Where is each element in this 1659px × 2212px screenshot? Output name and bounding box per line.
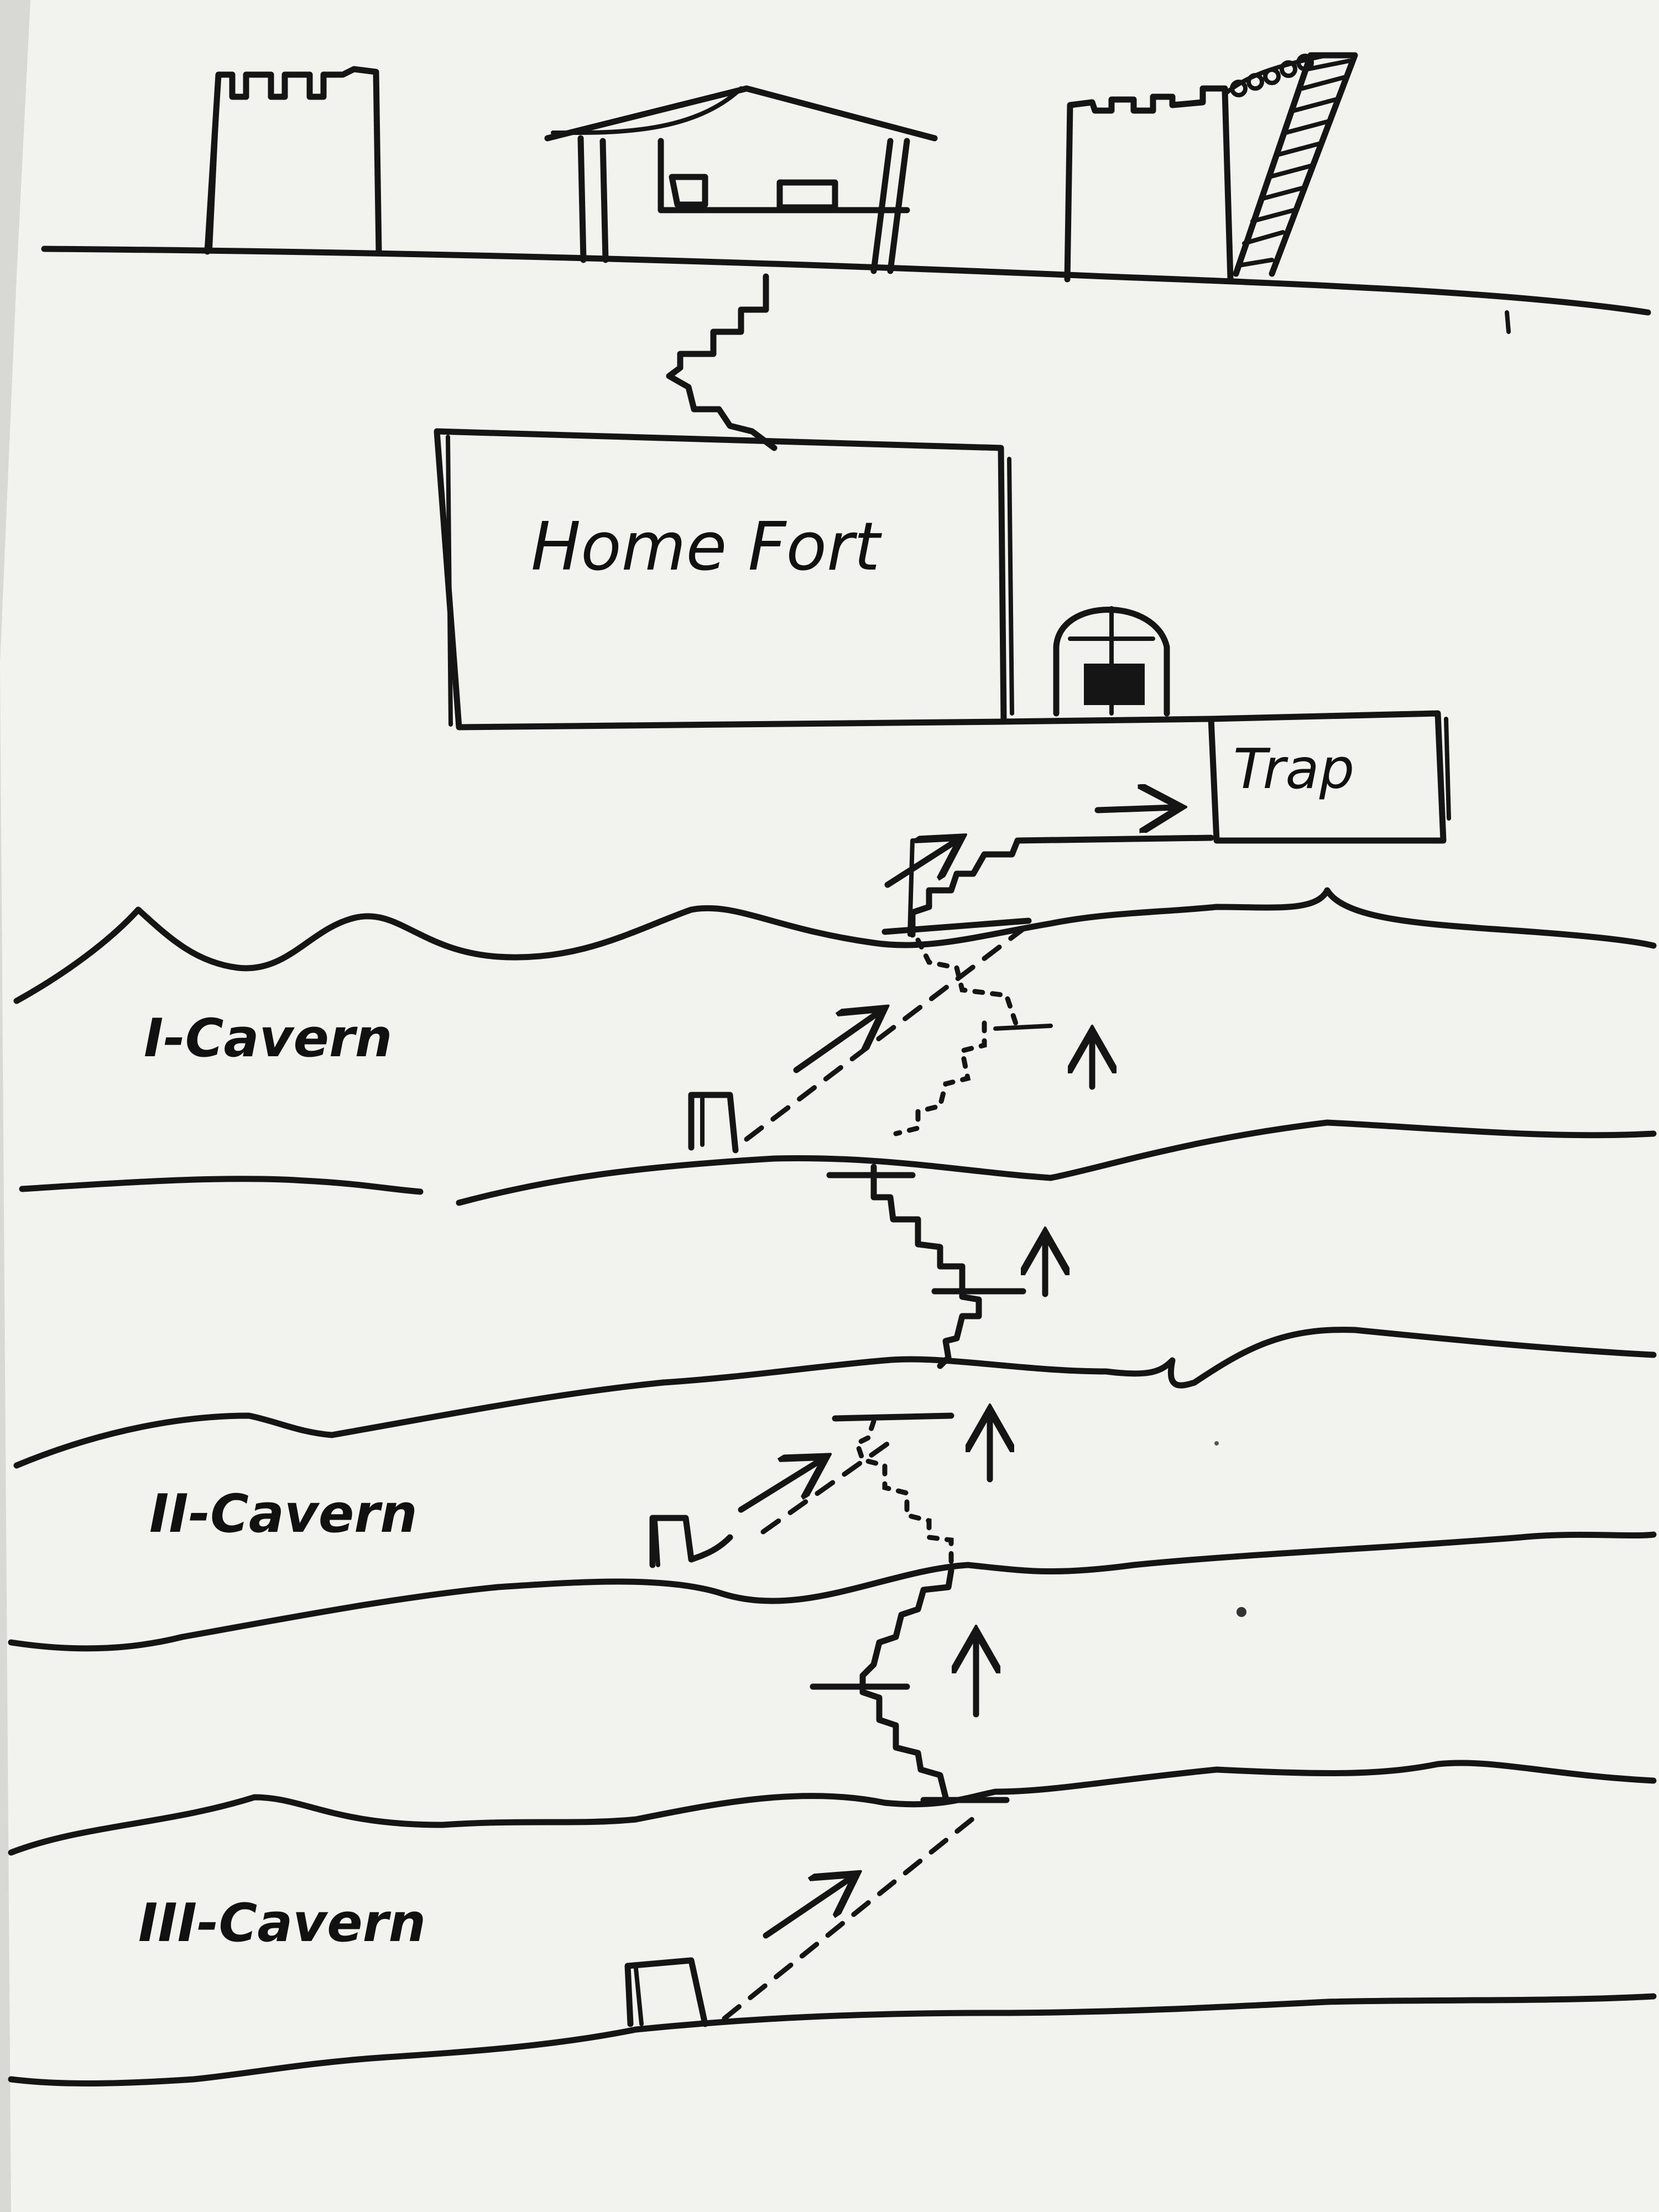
right-tower-icon	[1064, 85, 1234, 283]
left-tower-icon	[204, 66, 382, 255]
cavern-2-door-icon	[649, 1515, 733, 1568]
trap-box	[1208, 710, 1451, 844]
arrow-to-trap	[1094, 807, 1175, 810]
cavern-3-door-icon	[624, 1957, 708, 2027]
home-fort-label: Home Fort	[531, 509, 882, 586]
ground-line	[41, 246, 1651, 316]
stairs-cavern-1-to-2	[870, 1164, 982, 1369]
strata-line-6	[8, 1993, 1657, 2086]
cavern-2-label: II-Cavern	[149, 1484, 418, 1545]
cavern-3-dashed-passage	[722, 1811, 982, 2021]
strata-line-4	[8, 1531, 1657, 1652]
cavern-1-dotted-stairs	[893, 937, 1020, 1136]
strata-line-1	[13, 887, 1657, 1004]
cavern-2-dotted-stairs	[854, 1418, 954, 1568]
cavern-2-arrow-diagonal	[738, 1460, 821, 1513]
cavern-3-label: III-Cavern	[138, 1893, 426, 1954]
stairs-surface-to-fort	[666, 273, 778, 451]
gate-icon	[1053, 606, 1170, 717]
house-icon	[544, 85, 938, 274]
cavern-1-door-icon	[688, 1092, 739, 1154]
cavern-1-arrow-diagonal	[793, 1012, 879, 1073]
strata-line-5	[8, 1760, 1657, 1856]
trap-label: Trap	[1233, 737, 1354, 801]
cavern-1-label: I-Cavern	[144, 1008, 392, 1069]
cavern-3-arrow-diagonal	[763, 1877, 852, 1939]
strata-line-2	[19, 1119, 1657, 1206]
stairs-cavern-2-to-3	[859, 1567, 954, 1801]
drawbridge-icon	[1223, 52, 1358, 277]
strata-line-3	[13, 1327, 1657, 1469]
